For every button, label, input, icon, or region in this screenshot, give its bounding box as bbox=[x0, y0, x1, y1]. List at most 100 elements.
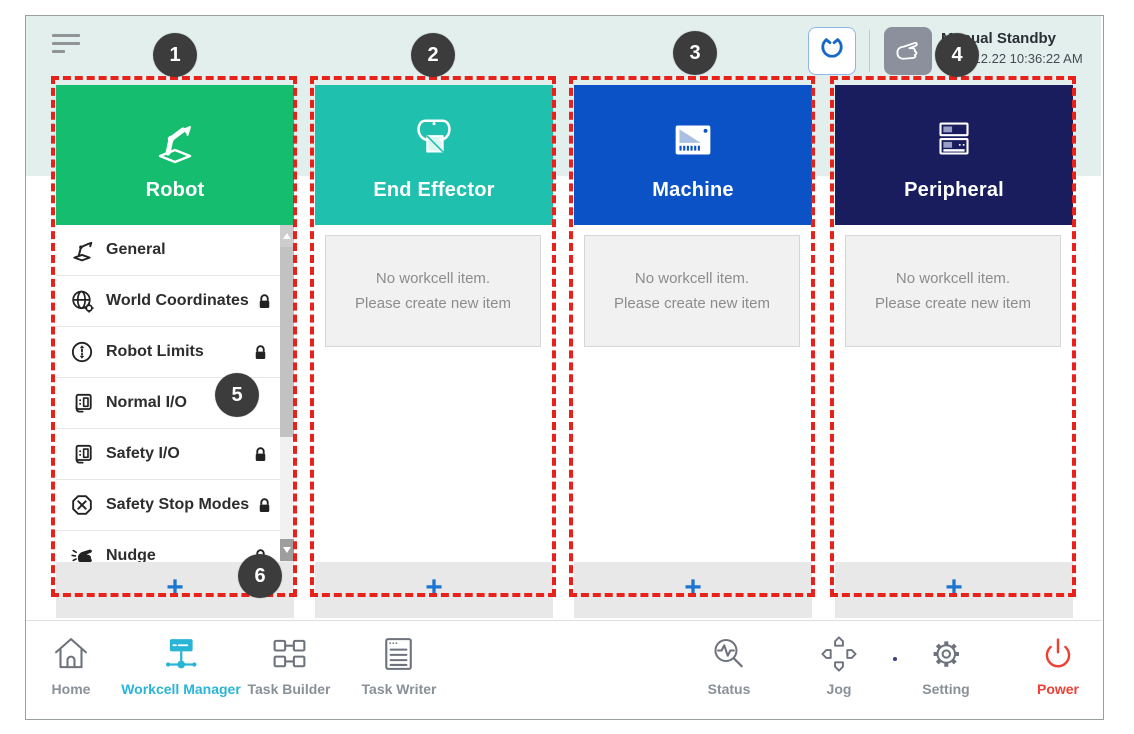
task-writer-icon bbox=[378, 629, 420, 675]
empty-line-1: No workcell item. bbox=[895, 269, 1011, 287]
lock-icon bbox=[256, 495, 273, 515]
robot-arm-icon bbox=[70, 238, 94, 262]
robot-limits-icon bbox=[70, 340, 94, 364]
robot-item-label: Robot Limits bbox=[106, 343, 204, 360]
robot-header[interactable]: Robot bbox=[56, 85, 294, 225]
nav-jog[interactable]: Jog bbox=[818, 629, 860, 697]
empty-state-card: No workcell item. Please create new item bbox=[845, 235, 1061, 347]
column-end-effector: End Effector No workcell item. Please cr… bbox=[315, 85, 553, 618]
io-icon bbox=[70, 442, 94, 466]
column-robot: Robot General bbox=[56, 85, 294, 618]
nav-label: Workcell Manager bbox=[121, 681, 241, 697]
plus-icon: + bbox=[425, 571, 443, 604]
gripper-icon bbox=[815, 32, 849, 71]
nav-task-writer[interactable]: Task Writer bbox=[362, 629, 436, 697]
manual-mode-button[interactable] bbox=[884, 27, 932, 75]
nav-power[interactable]: Power bbox=[1037, 629, 1079, 697]
callout-badge-3: 3 bbox=[673, 31, 717, 75]
hand-icon bbox=[890, 31, 926, 72]
robot-item-label: Nudge bbox=[106, 547, 156, 562]
power-icon bbox=[1037, 629, 1079, 675]
scrollbar[interactable] bbox=[280, 225, 294, 562]
io-icon bbox=[70, 391, 94, 415]
nav-label: Home bbox=[51, 681, 91, 697]
plus-icon: + bbox=[684, 571, 702, 604]
callout-badge-4: 4 bbox=[935, 33, 979, 77]
robot-item-label: Safety I/O bbox=[106, 445, 180, 462]
empty-state-card: No workcell item. Please create new item bbox=[325, 235, 541, 347]
machine-icon bbox=[666, 109, 720, 171]
empty-line-2: Please create new item bbox=[875, 295, 1031, 312]
nav-label: Setting bbox=[922, 681, 970, 697]
empty-line-2: Please create new item bbox=[355, 295, 511, 312]
nav-label: Power bbox=[1036, 681, 1080, 697]
end-effector-icon bbox=[407, 109, 461, 171]
robot-item-label: General bbox=[106, 241, 166, 258]
robot-item-label: Safety Stop Modes bbox=[106, 496, 250, 513]
column-peripheral: Peripheral No workcell item. Please crea… bbox=[835, 85, 1073, 618]
callout-badge-1: 1 bbox=[153, 33, 197, 77]
robot-item-safety-stop-modes[interactable]: Safety Stop Modes bbox=[56, 480, 280, 531]
column-title: Robot bbox=[145, 178, 205, 201]
robot-icon bbox=[147, 109, 203, 171]
lock-icon bbox=[252, 342, 270, 362]
empty-line-1: No workcell item. bbox=[375, 269, 491, 287]
nav-divider bbox=[26, 620, 1101, 621]
stop-modes-icon bbox=[70, 493, 94, 517]
column-title: End Effector bbox=[373, 178, 495, 201]
empty-line-1: No workcell item. bbox=[634, 269, 750, 287]
nudge-icon bbox=[70, 544, 94, 562]
nav-home[interactable]: Home bbox=[50, 629, 92, 697]
peripheral-body: No workcell item. Please create new item bbox=[835, 225, 1073, 562]
hamburger-menu-icon[interactable] bbox=[52, 32, 82, 58]
machine-add-item-button[interactable]: + bbox=[574, 562, 812, 618]
robot-item-world-coordinates[interactable]: World Coordinates bbox=[56, 276, 280, 327]
nav-workcell-manager[interactable]: Workcell Manager bbox=[121, 629, 241, 697]
robot-item-label: Normal I/O bbox=[106, 394, 187, 411]
column-title: Peripheral bbox=[904, 178, 1004, 201]
empty-line-2: Please create new item bbox=[614, 295, 770, 312]
status-icon bbox=[708, 629, 750, 675]
robot-item-label: World Coordinates bbox=[106, 292, 249, 309]
plus-icon: + bbox=[945, 571, 963, 604]
nav-label: Jog bbox=[826, 681, 852, 697]
plus-icon: + bbox=[166, 571, 184, 604]
peripheral-add-item-button[interactable]: + bbox=[835, 562, 1073, 618]
end-effector-header[interactable]: End Effector bbox=[315, 85, 553, 225]
bottom-navigation: Home Workcell Manager bbox=[26, 621, 1101, 717]
gripper-mode-button[interactable] bbox=[808, 27, 856, 75]
robot-item-robot-limits[interactable]: Robot Limits bbox=[56, 327, 280, 378]
scroll-down-button[interactable] bbox=[280, 539, 294, 561]
home-icon bbox=[50, 629, 92, 675]
indicator-dot bbox=[893, 657, 897, 661]
scrollbar-thumb[interactable] bbox=[280, 247, 294, 437]
robot-item-safety-io[interactable]: Safety I/O bbox=[56, 429, 280, 480]
end-effector-body: No workcell item. Please create new item bbox=[315, 225, 553, 562]
machine-header[interactable]: Machine bbox=[574, 85, 812, 225]
scroll-up-button[interactable] bbox=[280, 225, 294, 247]
jog-icon bbox=[818, 629, 860, 675]
peripheral-header[interactable]: Peripheral bbox=[835, 85, 1073, 225]
setting-gear-icon bbox=[925, 629, 967, 675]
nav-task-builder[interactable]: Task Builder bbox=[248, 629, 331, 697]
task-builder-icon bbox=[268, 629, 310, 675]
nav-setting[interactable]: Setting bbox=[922, 629, 970, 697]
lock-icon bbox=[252, 444, 270, 464]
peripheral-icon bbox=[927, 109, 981, 171]
triangle-up-icon bbox=[283, 233, 291, 239]
column-title: Machine bbox=[652, 178, 734, 201]
nav-label: Task Builder bbox=[247, 681, 331, 697]
world-coordinates-icon bbox=[70, 289, 94, 313]
column-machine: Machine No workcell item. Please create … bbox=[574, 85, 812, 618]
robot-item-nudge[interactable]: Nudge bbox=[56, 531, 280, 562]
nav-status[interactable]: Status bbox=[707, 629, 751, 697]
topbar-divider bbox=[869, 30, 870, 72]
callout-badge-5: 5 bbox=[215, 373, 259, 417]
nav-label: Status bbox=[707, 681, 751, 697]
robot-item-general[interactable]: General bbox=[56, 225, 280, 276]
end-effector-add-item-button[interactable]: + bbox=[315, 562, 553, 618]
callout-badge-2: 2 bbox=[411, 33, 455, 77]
machine-body: No workcell item. Please create new item bbox=[574, 225, 812, 562]
workcell-manager-icon bbox=[160, 629, 202, 675]
